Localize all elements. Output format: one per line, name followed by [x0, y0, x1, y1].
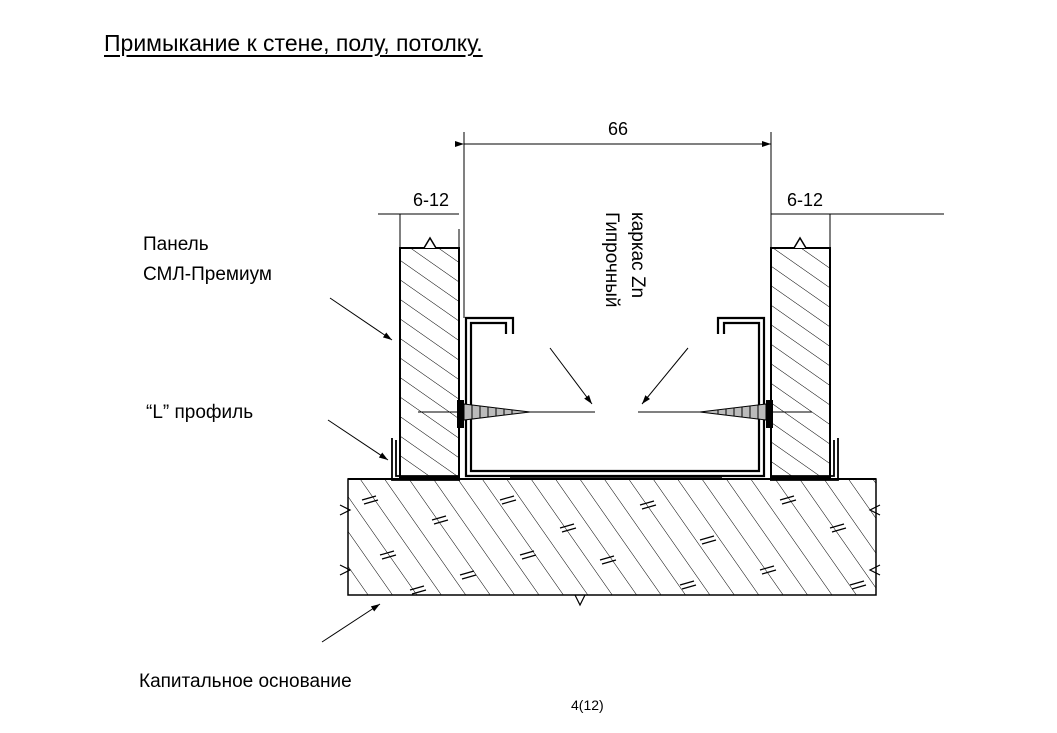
panel-left [399, 229, 460, 478]
steel-frame [464, 316, 766, 479]
label-panel-type: СМЛ-Премиум [143, 264, 272, 285]
label-base: Капитальное основание [139, 671, 352, 692]
page-number: 4(12) [571, 697, 604, 713]
base-slab [339, 478, 881, 607]
dimension-left [378, 213, 459, 248]
screw-left [457, 400, 540, 428]
label-panel: Панель [143, 234, 209, 255]
l-profile-left [391, 438, 460, 481]
dimension-right [771, 213, 944, 248]
dimension-left-label: 6-12 [413, 190, 449, 210]
page-title: Примыкание к стене, полу, потолку. [104, 30, 483, 56]
base-aggregate-marks [361, 495, 867, 595]
dimension-66 [455, 132, 772, 318]
leader-lines [321, 297, 689, 643]
dimension-66-label: 66 [608, 119, 628, 139]
label-l-profile: “L” профиль [146, 402, 254, 423]
label-frame-line2: каркас Zn [627, 212, 648, 298]
screw-right [690, 400, 773, 428]
dimension-right-label: 6-12 [787, 190, 823, 210]
panel-right [770, 229, 831, 478]
l-profile-right [770, 438, 839, 481]
label-frame-line1: Гипрочный [601, 212, 622, 308]
